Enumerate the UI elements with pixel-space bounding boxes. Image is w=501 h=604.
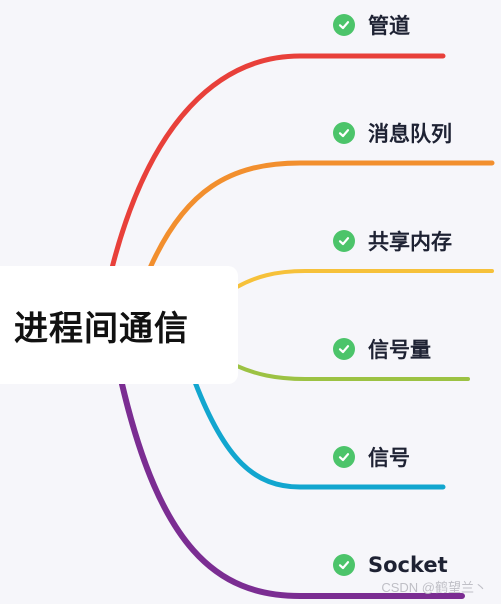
branch-label: 共享内存 (368, 230, 452, 254)
branch-node-signal[interactable]: 信号 (333, 443, 410, 471)
check-circle-icon (333, 446, 355, 468)
check-circle-icon (333, 554, 355, 576)
branch-node-semaphore[interactable]: 信号量 (333, 335, 431, 363)
branch-label: 信号 (368, 446, 410, 470)
check-circle-icon (333, 338, 355, 360)
branch-label: Socket (368, 553, 448, 577)
root-node[interactable]: 进程间通信 (0, 266, 238, 384)
branch-node-socket[interactable]: Socket (333, 551, 448, 579)
branch-line-0 (109, 53, 446, 271)
branch-label: 管道 (368, 14, 410, 38)
branch-label: 信号量 (368, 338, 431, 362)
check-circle-icon (333, 122, 355, 144)
branch-line-2 (235, 269, 494, 289)
branch-node-message-queue[interactable]: 消息队列 (333, 119, 452, 147)
branch-line-5 (119, 381, 465, 599)
branch-node-shared-memory[interactable]: 共享内存 (333, 227, 452, 255)
branch-node-pipe[interactable]: 管道 (333, 11, 410, 39)
branch-line-4 (192, 379, 446, 490)
watermark: CSDN @鹤望兰丶 (381, 580, 487, 595)
check-circle-icon (333, 14, 355, 36)
branch-line-3 (235, 364, 470, 381)
root-title: 进程间通信 (14, 308, 189, 349)
branch-label: 消息队列 (368, 122, 452, 146)
check-circle-icon (333, 230, 355, 252)
branch-line-1 (147, 160, 495, 271)
